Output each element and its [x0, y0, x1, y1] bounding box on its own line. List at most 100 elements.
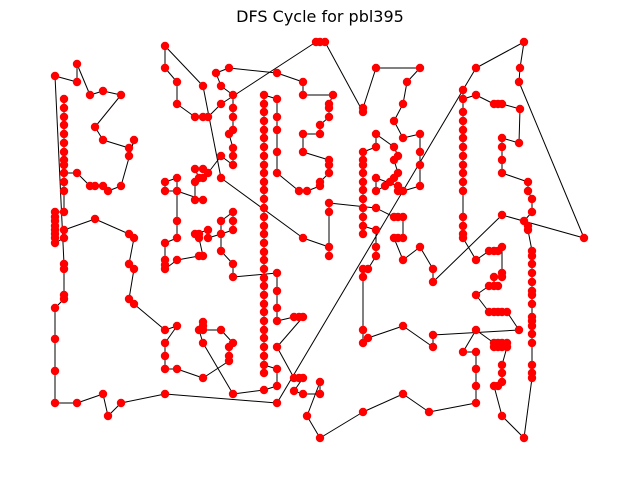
city-node — [324, 99, 334, 109]
city-node — [471, 63, 481, 73]
city-node — [160, 264, 170, 274]
city-node — [497, 210, 507, 220]
city-node — [398, 233, 408, 243]
city-node — [393, 181, 403, 191]
city-node — [172, 364, 182, 374]
city-node — [298, 389, 308, 399]
city-node — [203, 233, 213, 243]
city-node — [116, 398, 126, 408]
cycle-edge — [306, 415, 321, 439]
city-node — [259, 168, 269, 178]
city-node — [259, 151, 269, 161]
city-node — [315, 377, 325, 387]
city-node — [50, 334, 60, 344]
city-node — [358, 221, 368, 231]
city-node — [272, 68, 282, 78]
city-node — [198, 317, 208, 327]
city-node — [172, 99, 182, 109]
city-node — [228, 389, 238, 399]
cycle-edge — [164, 393, 278, 404]
city-node — [103, 411, 113, 421]
city-node — [489, 381, 499, 391]
city-node — [527, 246, 537, 256]
city-node — [98, 86, 108, 96]
city-node — [302, 411, 312, 421]
city-node — [398, 389, 408, 399]
city-node — [458, 107, 468, 117]
city-node — [358, 407, 368, 417]
city-node — [228, 112, 238, 122]
city-node — [190, 195, 200, 205]
city-node — [458, 151, 468, 161]
city-node — [272, 112, 282, 122]
city-node — [527, 373, 537, 383]
city-node — [358, 272, 368, 282]
city-node — [358, 160, 368, 170]
city-node — [398, 321, 408, 331]
cycle-edge — [419, 246, 434, 270]
city-node — [59, 112, 69, 122]
city-node — [90, 214, 100, 224]
city-node — [371, 63, 381, 73]
city-node — [523, 221, 533, 231]
city-node — [216, 81, 226, 91]
cycle-edge — [319, 411, 364, 439]
city-node — [116, 181, 126, 191]
city-node — [358, 168, 368, 178]
cycle-edge — [76, 63, 91, 96]
city-node — [228, 216, 238, 226]
city-node — [519, 433, 529, 443]
city-node — [358, 177, 368, 187]
city-node — [415, 181, 425, 191]
city-node — [272, 303, 282, 313]
cycle-edge — [402, 325, 434, 348]
city-node — [514, 325, 524, 335]
city-node — [493, 281, 503, 291]
city-node — [216, 325, 226, 335]
cycle-edge — [128, 237, 135, 265]
city-node — [198, 373, 208, 383]
city-node — [298, 147, 308, 157]
city-node — [302, 186, 312, 196]
city-node — [259, 290, 269, 300]
city-node — [497, 133, 507, 143]
city-node — [458, 85, 468, 95]
city-node — [228, 207, 238, 217]
city-node — [415, 242, 425, 252]
city-node — [328, 90, 338, 100]
city-node — [98, 135, 108, 145]
city-node — [272, 268, 282, 278]
city-node — [160, 41, 170, 51]
city-node — [389, 116, 399, 126]
city-node — [497, 360, 507, 370]
cycle-edge — [133, 303, 166, 331]
city-node — [272, 381, 282, 391]
city-node — [172, 233, 182, 243]
city-node — [259, 229, 269, 239]
city-node — [489, 272, 499, 282]
city-node — [428, 330, 438, 340]
city-node — [259, 273, 269, 283]
city-node — [216, 246, 226, 256]
cycle-edge — [276, 346, 295, 379]
city-node — [315, 389, 325, 399]
city-node — [59, 103, 69, 113]
city-node — [259, 133, 269, 143]
city-node — [458, 233, 468, 243]
city-node — [259, 142, 269, 152]
city-node — [324, 242, 334, 252]
city-node — [172, 77, 182, 87]
city-node — [194, 251, 204, 261]
city-node — [228, 90, 238, 100]
city-node — [203, 112, 213, 122]
city-node — [98, 389, 108, 399]
city-node — [129, 135, 139, 145]
city-node — [259, 264, 269, 274]
city-node — [298, 129, 308, 139]
city-node — [203, 225, 213, 235]
city-node — [320, 37, 330, 47]
city-node — [294, 186, 304, 196]
city-node — [90, 122, 100, 132]
cycle-edge — [102, 139, 130, 149]
city-node — [190, 112, 200, 122]
